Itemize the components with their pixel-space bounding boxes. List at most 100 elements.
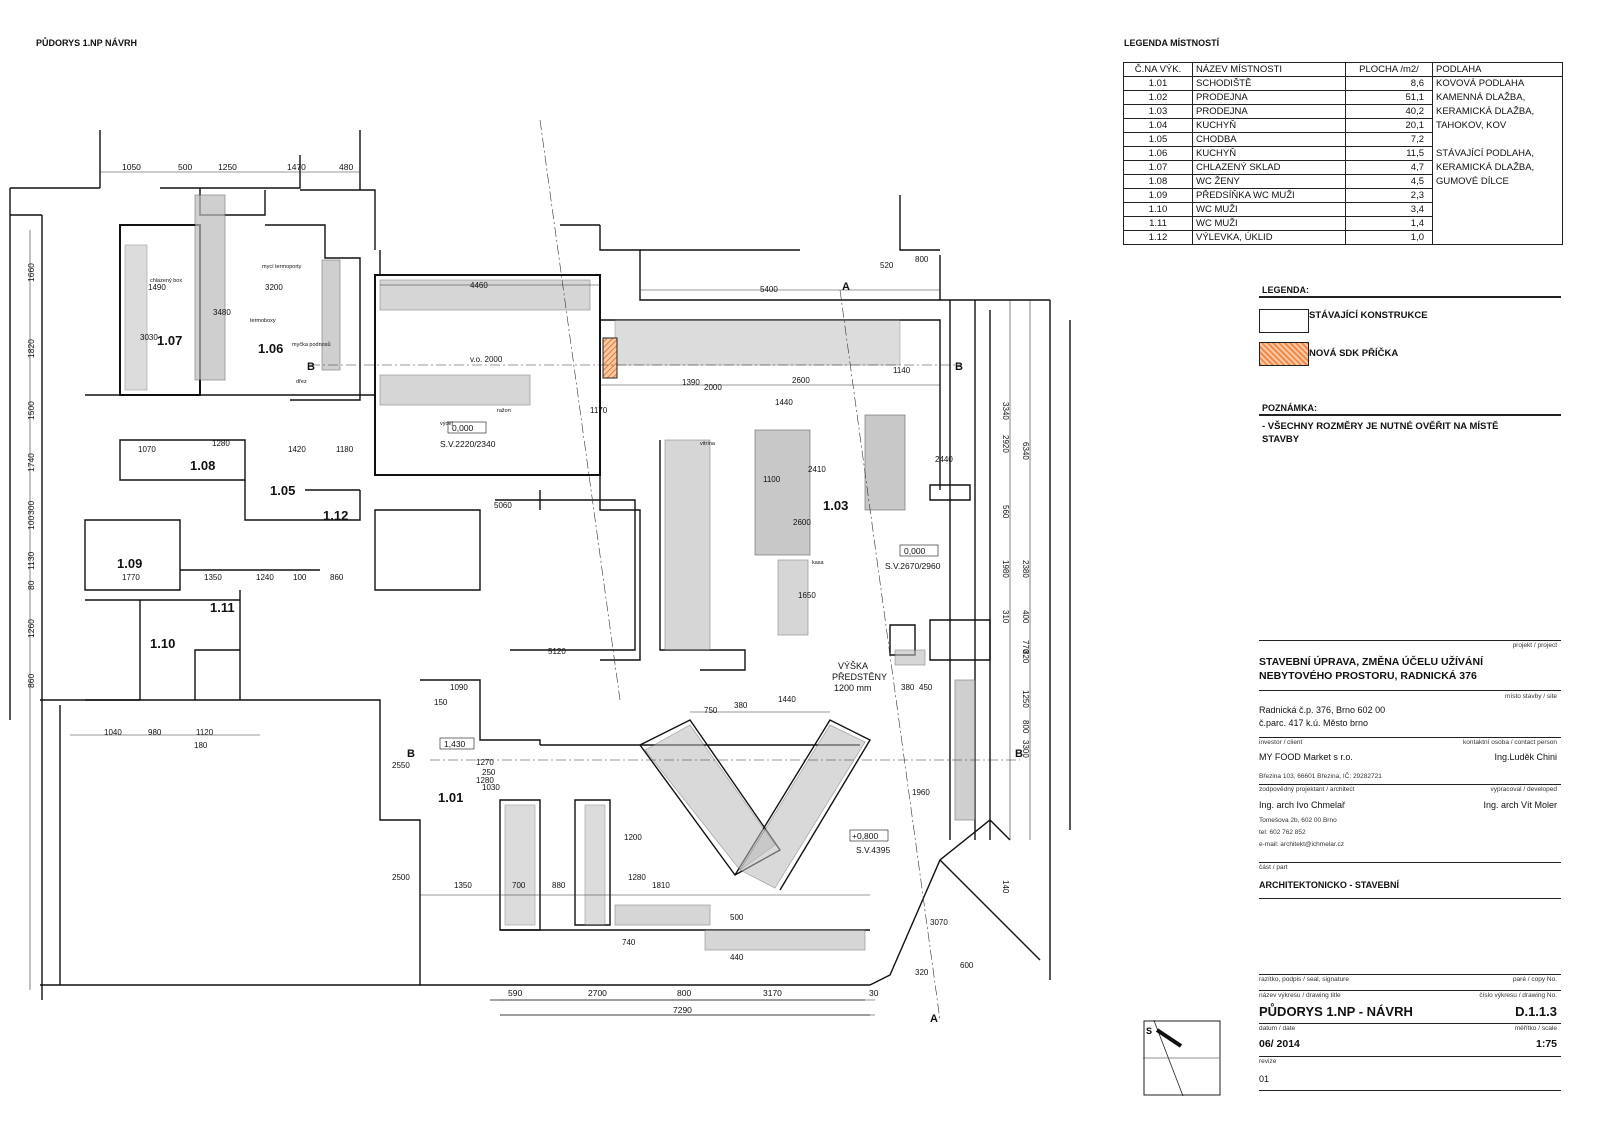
svg-text:300: 300: [26, 501, 36, 515]
room-area: 4,5: [1345, 174, 1433, 189]
level-sub: S.V.2220/2340: [440, 439, 496, 449]
svg-text:800: 800: [677, 988, 691, 998]
dimensions-top: 1050 500 1250 1470 480: [122, 162, 353, 172]
dimension-value: 1140: [893, 366, 911, 375]
dimension-value: 1100: [763, 475, 781, 484]
dimension-value: 1070: [138, 445, 156, 454]
dimension-value: 860: [330, 573, 344, 582]
dimension-value: 1350: [454, 881, 472, 890]
divider: [1259, 296, 1561, 298]
plan-label: termoboxy: [250, 318, 276, 324]
dimension-value: 980: [148, 728, 162, 737]
dimension-value: 3340: [1001, 402, 1010, 420]
plan-label: 1200 mm: [834, 683, 872, 693]
dimension-value: 5060: [494, 501, 512, 510]
dimension-value: 380: [734, 701, 748, 710]
floor-type: [1432, 132, 1563, 147]
dimension-value: 1770: [122, 573, 140, 582]
svg-text:1050: 1050: [122, 162, 141, 172]
dimension-value: 1270: [476, 758, 494, 767]
dimension-value: 1090: [450, 683, 468, 692]
svg-text:80: 80: [26, 580, 36, 590]
plan-label: PŘEDSTĚNY: [832, 672, 887, 682]
dimension-value: 320: [915, 968, 929, 977]
floor-type: [1432, 202, 1563, 217]
svg-text:860: 860: [26, 674, 36, 688]
room-area: 20,1: [1345, 118, 1433, 133]
room-label: 1.10: [150, 636, 175, 651]
dimension-value: 310: [1001, 610, 1010, 624]
room-area: 8,6: [1345, 76, 1433, 91]
dimension-value: 1200: [624, 833, 642, 842]
dimension-value: 3300: [1021, 740, 1030, 758]
dimension-value: 2410: [808, 465, 826, 474]
svg-text:3170: 3170: [763, 988, 782, 998]
svg-text:590: 590: [508, 988, 522, 998]
plan-label: dřez: [296, 379, 307, 385]
dimension-value: 5120: [548, 647, 566, 656]
dimension-value: 440: [730, 953, 744, 962]
dimension-value: 1040: [104, 728, 122, 737]
dimension-value: 750: [704, 706, 718, 715]
dimension-value: 5400: [760, 285, 778, 294]
room-area: 2,3: [1345, 188, 1433, 203]
dimension-value: 2550: [392, 761, 410, 770]
tb-label: vypracoval / developed: [1490, 786, 1558, 793]
plan-label: v.o. 2000: [470, 355, 503, 364]
level-value: 0,000: [452, 423, 474, 433]
svg-text:1470: 1470: [287, 162, 306, 172]
room-label: 1.06: [258, 341, 283, 356]
room-area: 1,0: [1345, 230, 1433, 245]
tb-label: datum / date: [1259, 1025, 1296, 1032]
room-number: 1.03: [1123, 104, 1193, 119]
site-line1: Radnická č.p. 376, Brno 602 00: [1259, 705, 1386, 715]
svg-text:7290: 7290: [673, 1005, 692, 1015]
dimension-value: 2600: [792, 376, 810, 385]
svg-text:1820: 1820: [26, 339, 36, 358]
dimensions-bottom: 590 2700 800 3170 30 7290: [508, 988, 879, 1015]
divider: [1259, 414, 1561, 416]
new-wall-swatch: [1259, 342, 1309, 366]
room-name: SCHODIŠTĚ: [1192, 76, 1346, 91]
dimension-value: 3200: [265, 283, 283, 292]
svg-text:1130: 1130: [26, 551, 36, 570]
dimension-value: 800: [915, 255, 929, 264]
dimension-value: 1030: [482, 783, 500, 792]
room-name: CHODBA: [1192, 132, 1346, 147]
col-header: PLOCHA /m2/: [1345, 62, 1433, 77]
tb-label: investor / client: [1259, 739, 1303, 746]
room-name: WC MUŽI: [1192, 202, 1346, 217]
dimension-value: 2000: [704, 383, 722, 392]
room-number: 1.11: [1123, 216, 1193, 231]
plan-label: vitrína: [700, 441, 716, 447]
room-label: 1.08: [190, 458, 215, 473]
tb-label: část / part: [1259, 864, 1288, 871]
room-label: 1.01: [438, 790, 463, 805]
architect: Ing. arch Ivo Chmelař: [1259, 800, 1346, 810]
room-name: WC ŽENY: [1192, 174, 1346, 189]
dimension-value: 1240: [256, 573, 274, 582]
dimension-value: 1180: [336, 445, 354, 454]
room-name: CHLAZENÝ SKLAD: [1192, 160, 1346, 175]
room-name: KUCHYŇ: [1192, 118, 1346, 133]
level-value: +0,800: [852, 831, 879, 841]
dimension-value: 4460: [470, 281, 488, 290]
dimension-value: 2380: [1021, 560, 1030, 578]
dimension-value: 800: [1021, 720, 1030, 734]
dimension-value: 1810: [652, 881, 670, 890]
room-area: 51,1: [1345, 90, 1433, 105]
note-title: POZNÁMKA:: [1262, 403, 1317, 413]
dimension-value: 700: [512, 881, 526, 890]
dimension-value: 500: [730, 913, 744, 922]
dimension-value: 400: [1021, 610, 1030, 624]
room-name: PŘEDSÍŇKA WC MUŽI: [1192, 188, 1346, 203]
room-area: 1,4: [1345, 216, 1433, 231]
col-header: PODLAHA: [1432, 62, 1563, 77]
room-number: 1.12: [1123, 230, 1193, 245]
